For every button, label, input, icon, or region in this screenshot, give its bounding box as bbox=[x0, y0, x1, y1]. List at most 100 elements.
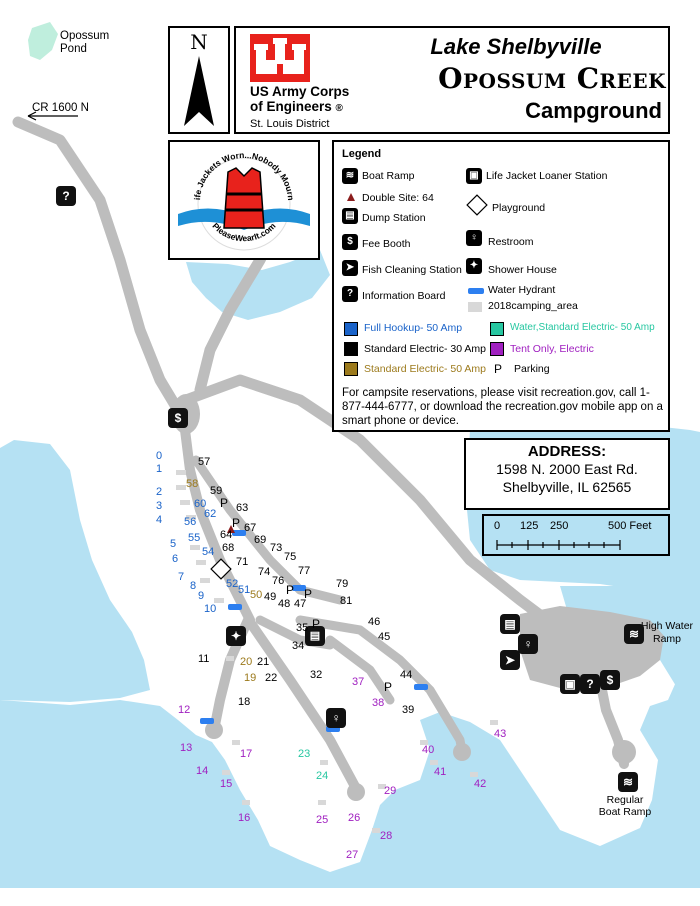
campsite-47[interactable]: 47 bbox=[294, 598, 307, 610]
info-board-icon: ? bbox=[342, 286, 358, 302]
campsite-69[interactable]: 69 bbox=[254, 534, 267, 546]
lake-north bbox=[186, 250, 330, 320]
campsite-21[interactable]: 21 bbox=[257, 656, 270, 668]
campsite-71[interactable]: 71 bbox=[236, 556, 249, 568]
campsite-44[interactable]: 44 bbox=[400, 669, 413, 681]
campsite-13[interactable]: 13 bbox=[180, 742, 193, 754]
info-board-icon[interactable]: ? bbox=[580, 674, 600, 694]
campsite-40[interactable]: 40 bbox=[422, 744, 435, 756]
campsite-18[interactable]: 18 bbox=[238, 696, 251, 708]
campsite-28[interactable]: 28 bbox=[380, 830, 393, 842]
campsite-39[interactable]: 39 bbox=[402, 704, 415, 716]
campsite-43[interactable]: 43 bbox=[494, 728, 507, 740]
campsite-14[interactable]: 14 bbox=[196, 765, 209, 777]
campsite-59[interactable]: 59 bbox=[210, 485, 223, 497]
campsite-76[interactable]: 76 bbox=[272, 575, 285, 587]
campsite-60[interactable]: 60 bbox=[194, 498, 207, 510]
campsite-32[interactable]: 32 bbox=[310, 669, 323, 681]
campsite-74[interactable]: 74 bbox=[258, 566, 271, 578]
campsite-48[interactable]: 48 bbox=[278, 598, 291, 610]
campsite-63[interactable]: 63 bbox=[236, 502, 249, 514]
campsite-64[interactable]: 64 bbox=[220, 529, 233, 541]
restroom-icon[interactable]: ♀ bbox=[326, 708, 346, 728]
campsite-62[interactable]: 62 bbox=[204, 508, 217, 520]
campsite-68[interactable]: 68 bbox=[222, 542, 235, 554]
campsite-57[interactable]: 57 bbox=[198, 456, 211, 468]
campsite-0[interactable]: 0 bbox=[156, 450, 163, 462]
campsite-35[interactable]: 35 bbox=[296, 622, 309, 634]
life-jacket-icon[interactable]: ▣ bbox=[560, 674, 580, 694]
campsite-67[interactable]: 67 bbox=[244, 522, 257, 534]
boat-ramp-icon[interactable]: ≋ bbox=[624, 624, 644, 644]
campsite-45[interactable]: 45 bbox=[378, 631, 391, 643]
title-block: US Army Corps of Engineers ® St. Louis D… bbox=[234, 26, 670, 134]
campsite-15[interactable]: 15 bbox=[220, 778, 233, 790]
campsite-11[interactable]: 11 bbox=[198, 653, 210, 665]
campsite-41[interactable]: 41 bbox=[434, 766, 447, 778]
campsite-2[interactable]: 2 bbox=[156, 486, 163, 498]
restroom-icon[interactable]: ♀ bbox=[518, 634, 538, 654]
fee-booth-icon[interactable]: $ bbox=[600, 670, 620, 690]
fish-cleaning-icon[interactable]: ➤ bbox=[500, 650, 520, 670]
campsite-6[interactable]: 6 bbox=[172, 553, 179, 565]
campsite-58[interactable]: 58 bbox=[186, 478, 199, 490]
campsite-38[interactable]: 38 bbox=[372, 697, 385, 709]
campsite-81[interactable]: 81 bbox=[340, 595, 353, 607]
campsite-10[interactable]: 10 bbox=[204, 603, 217, 615]
legend-full-hookup: Full Hookup- 50 Amp bbox=[364, 322, 463, 334]
campsite-16[interactable]: 16 bbox=[238, 812, 251, 824]
campsite-17[interactable]: 17 bbox=[240, 748, 253, 760]
campsite-46[interactable]: 46 bbox=[368, 616, 381, 628]
campsite-1[interactable]: 1 bbox=[156, 463, 163, 475]
campsite-79[interactable]: 79 bbox=[336, 578, 349, 590]
campsite-51[interactable]: 51 bbox=[238, 584, 251, 596]
campsite-37[interactable]: 37 bbox=[352, 676, 365, 688]
fee-booth-icon[interactable]: $ bbox=[168, 408, 188, 428]
svg-text:Life Jackets Worn...Nobody Mou: Life Jackets Worn...Nobody Mourns bbox=[170, 142, 296, 201]
campsite-54[interactable]: 54 bbox=[202, 546, 215, 558]
campsite-3[interactable]: 3 bbox=[156, 500, 163, 512]
campsite-5[interactable]: 5 bbox=[170, 538, 177, 550]
campsite-49[interactable]: 49 bbox=[264, 591, 277, 603]
campsite-7[interactable]: 7 bbox=[178, 571, 185, 583]
campsite-52[interactable]: 52 bbox=[226, 578, 239, 590]
road-label: CR 1600 N bbox=[32, 102, 89, 114]
campsite-29[interactable]: 29 bbox=[384, 785, 397, 797]
campsite-56[interactable]: 56 bbox=[184, 516, 197, 528]
info-board-icon[interactable]: ? bbox=[56, 186, 76, 206]
campsite-8[interactable]: 8 bbox=[190, 580, 197, 592]
campsite-26[interactable]: 26 bbox=[348, 812, 361, 824]
road-arrow bbox=[27, 111, 78, 121]
playground-icon[interactable] bbox=[210, 558, 232, 580]
campsite-12[interactable]: 12 bbox=[178, 704, 191, 716]
shower-house-icon[interactable]: ✦ bbox=[226, 626, 246, 646]
legend-camping-area: 2018camping_area bbox=[488, 300, 578, 312]
campsite-75[interactable]: 75 bbox=[284, 551, 297, 563]
campsite-22[interactable]: 22 bbox=[265, 672, 278, 684]
campsite-4[interactable]: 4 bbox=[156, 514, 163, 526]
dump-station-icon[interactable]: ▤ bbox=[305, 626, 325, 646]
agency-name: US Army Corps of Engineers ® bbox=[250, 84, 350, 114]
campsite-25[interactable]: 25 bbox=[316, 814, 329, 826]
life-jacket-logo bbox=[178, 157, 310, 251]
boat-ramp-icon[interactable]: ≋ bbox=[618, 772, 638, 792]
campsite-34[interactable]: 34 bbox=[292, 640, 305, 652]
campsite-50[interactable]: 50 bbox=[250, 589, 263, 601]
campsite-77[interactable]: 77 bbox=[298, 565, 311, 577]
legend-info-board: Information Board bbox=[362, 290, 446, 302]
campsite-23[interactable]: 23 bbox=[298, 748, 311, 760]
turnaround-sw bbox=[205, 721, 223, 739]
boat-ramp-icon: ≋ bbox=[342, 168, 358, 184]
campsite-20[interactable]: 20 bbox=[240, 656, 253, 668]
life-jacket-logo-box: Life Jackets Worn...Nobody Mourns Please… bbox=[168, 140, 320, 260]
campsite-42[interactable]: 42 bbox=[474, 778, 487, 790]
campsite-9[interactable]: 9 bbox=[198, 590, 205, 602]
campsite-24[interactable]: 24 bbox=[316, 770, 329, 782]
dump-station-icon[interactable]: ▤ bbox=[500, 614, 520, 634]
campsite-73[interactable]: 73 bbox=[270, 542, 283, 554]
campsite-55[interactable]: 55 bbox=[188, 532, 201, 544]
campsite-19[interactable]: 19 bbox=[244, 672, 257, 684]
camping-area-swatch bbox=[468, 302, 482, 312]
campsite-27[interactable]: 27 bbox=[346, 849, 359, 861]
scale-bar bbox=[496, 540, 621, 550]
